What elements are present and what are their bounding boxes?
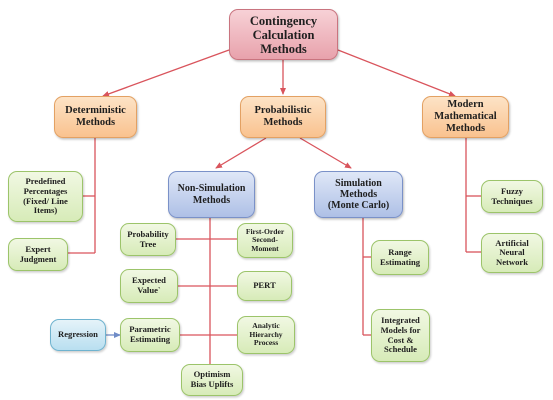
leaf-analytic-hierarchy-process: Analytic Hierarchy Process [237, 316, 295, 354]
leaf-probability-tree: Probability Tree [120, 223, 176, 256]
node-simulation-methods: Simulation Methods (Monte Carlo) [314, 171, 403, 218]
leaf-fuzzy-techniques: Fuzzy Techniques [481, 180, 543, 213]
leaf-range-estimating: Range Estimating [371, 240, 429, 275]
leaf-regression: Regression [50, 319, 106, 351]
leaf-parametric-estimating: Parametric Estimating [120, 318, 180, 352]
leaf-optimism-bias-uplifts: Optimism Bias Uplifts [181, 364, 243, 396]
root-node-contingency-methods: Contingency Calculation Methods [229, 9, 338, 60]
arrow-probabilistic-to-nonsimulation [215, 137, 267, 169]
arrow-probabilistic-to-simulation [299, 137, 352, 169]
node-non-simulation-methods: Non-Simulation Methods [168, 171, 255, 218]
arrow-root-to-modern [337, 49, 456, 97]
node-modern-mathematical-methods: Modern Mathematical Methods [422, 96, 509, 138]
arrow-root-to-deterministic [102, 49, 230, 97]
node-probabilistic-methods: Probabilistic Methods [240, 96, 326, 138]
node-deterministic-methods: Deterministic Methods [54, 96, 137, 138]
leaf-predefined-percentages: Predefined Percentages (Fixed/ Line Item… [8, 171, 83, 222]
leaf-expected-value: Expected Value` [120, 269, 178, 303]
leaf-pert: PERT [237, 271, 292, 301]
leaf-first-order-second-moment: First-Order Second- Moment [237, 223, 293, 258]
leaf-integrated-models: Integrated Models for Cost & Schedule [371, 309, 430, 362]
leaf-artificial-neural-network: Artificial Neural Network [481, 233, 543, 273]
leaf-expert-judgment: Expert Judgment [8, 238, 68, 271]
